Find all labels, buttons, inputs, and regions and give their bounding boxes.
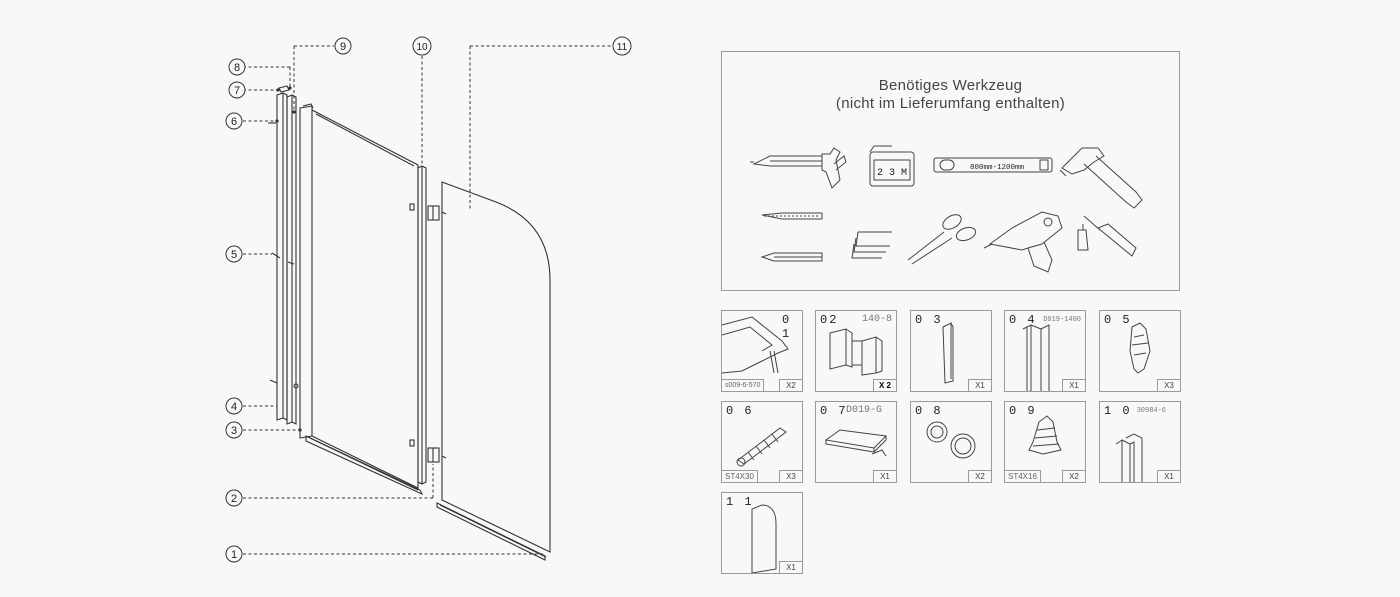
part-number: 0 3 <box>915 313 943 327</box>
part-number: 0 9 <box>1009 404 1037 418</box>
fixed-glass-panel-drawing <box>299 103 424 496</box>
glass-door-panel-icon <box>751 504 777 573</box>
part-card-02: 02 140-8 X 2 <box>815 310 897 392</box>
hex-key-icon <box>851 231 892 259</box>
part-code: 140-8 <box>861 314 892 325</box>
wall-channel-icon <box>1022 324 1050 391</box>
callout-11: 11 <box>612 36 632 56</box>
part-quantity: X3 <box>779 470 802 482</box>
spirit-level-icon: 800mm-1200mm <box>933 157 1053 173</box>
part-card-11: 1 1 X1 <box>721 492 803 574</box>
svg-text:11: 11 <box>617 42 628 53</box>
track-profile-icon <box>722 316 789 374</box>
glass-hinge-icon <box>829 328 883 376</box>
callout-3: 3 <box>225 421 243 439</box>
part-quantity: X2 <box>968 470 991 482</box>
scissors-icon <box>907 214 977 265</box>
part-card-09: 0 9 ST4X16 X2 <box>1004 401 1086 483</box>
part-quantity: X1 <box>873 470 896 482</box>
part-quantity: X1 <box>968 379 991 391</box>
part-quantity: X1 <box>1157 470 1180 482</box>
part-card-06: 0 6 ST4X30 X3 <box>721 401 803 483</box>
hinge-profile-drawing <box>409 165 427 485</box>
part-card-03: 0 3 X1 <box>910 310 992 392</box>
part-quantity: X3 <box>1157 379 1180 391</box>
part-number: 0 7 <box>820 404 848 418</box>
exploded-assembly-diagram: 1 2 3 4 5 6 7 8 9 10 11 <box>225 36 632 563</box>
hinge-channel-icon <box>1115 433 1143 482</box>
svg-text:3: 3 <box>231 425 237 437</box>
callout-5: 5 <box>225 245 243 263</box>
part-quantity: X2 <box>779 379 802 391</box>
callout-10: 10 <box>412 36 432 56</box>
part-label: s009-6-570 <box>722 379 765 391</box>
callout-6: 6 <box>225 112 243 130</box>
part-code: D019-1400 <box>1043 316 1081 324</box>
svg-text:10: 10 <box>416 42 428 53</box>
part-label: ST4X16 <box>1005 470 1041 482</box>
callout-1: 1 <box>225 545 243 563</box>
profile-strip-icon <box>942 322 954 384</box>
screwdriver-icon <box>1077 215 1137 257</box>
screw-with-plug-icon <box>736 427 787 467</box>
tape-measure-icon: 2 3 M <box>869 145 915 187</box>
conical-screw-icon <box>1028 415 1062 455</box>
part-number: 0 6 <box>726 404 754 418</box>
hinge-drawing <box>427 205 440 463</box>
part-number: 1 0 <box>1104 404 1132 418</box>
part-card-10: 1 0 30984-6 X1 <box>1099 401 1181 483</box>
part-code: D019-G <box>845 405 882 416</box>
part-quantity: X1 <box>779 561 802 573</box>
callout-9: 9 <box>334 37 352 55</box>
svg-text:4: 4 <box>231 401 237 413</box>
part-number: 0 8 <box>915 404 943 418</box>
svg-text:8: 8 <box>234 62 240 74</box>
tools-title-line1: Benötiges Werkzeug <box>878 77 1023 94</box>
part-quantity: X 2 <box>873 379 896 391</box>
part-card-05: 0 5 X3 <box>1099 310 1181 392</box>
drill-bit-icon <box>761 212 823 220</box>
part-card-08: 0 8 X2 <box>910 401 992 483</box>
tools-title: Benötiges Werkzeug (nicht im Lieferumfan… <box>722 77 1179 113</box>
part-card-04: 0 4 D019-1400 X1 <box>1004 310 1086 392</box>
part-label: ST4X30 <box>722 470 758 482</box>
wall-profile-drawing <box>268 85 299 425</box>
part-quantity: X1 <box>1062 379 1085 391</box>
caulking-gun-icon <box>750 147 847 189</box>
part-number: 02 <box>820 313 839 327</box>
tools-title-line2: (nicht im Lieferumfang enthalten) <box>835 95 1066 112</box>
required-tools-panel: Benötiges Werkzeug (nicht im Lieferumfan… <box>721 51 1180 291</box>
svg-text:800mm-1200mm: 800mm-1200mm <box>970 164 1025 172</box>
part-number: 0 5 <box>1104 313 1132 327</box>
seal-strip-icon <box>824 429 888 457</box>
svg-text:5: 5 <box>231 249 237 261</box>
part-code: 30984-6 <box>1136 407 1166 415</box>
part-card-01: 0 1 s009-6-570 X2 <box>721 310 803 392</box>
swing-glass-panel-drawing <box>436 181 551 561</box>
svg-text:6: 6 <box>231 116 237 128</box>
pencil-icon <box>760 252 823 262</box>
callout-8: 8 <box>228 58 246 76</box>
svg-text:1: 1 <box>231 549 237 561</box>
callout-7: 7 <box>228 81 246 99</box>
callout-4: 4 <box>225 397 243 415</box>
svg-text:7: 7 <box>234 85 240 97</box>
callout-2: 2 <box>225 489 243 507</box>
wall-plug-icon <box>1129 322 1151 374</box>
svg-text:2 3 M: 2 3 M <box>877 168 907 179</box>
cap-cover-icon <box>926 421 976 459</box>
part-card-07: 0 7 D019-G X1 <box>815 401 897 483</box>
part-number: 1 1 <box>726 495 754 509</box>
svg-text:2: 2 <box>231 493 237 505</box>
hammer-icon <box>1059 147 1143 209</box>
part-quantity: X2 <box>1062 470 1085 482</box>
cordless-drill-icon <box>983 211 1063 273</box>
part-number: 0 1 <box>782 313 792 341</box>
svg-text:9: 9 <box>340 41 346 53</box>
part-number: 0 4 <box>1009 313 1037 327</box>
